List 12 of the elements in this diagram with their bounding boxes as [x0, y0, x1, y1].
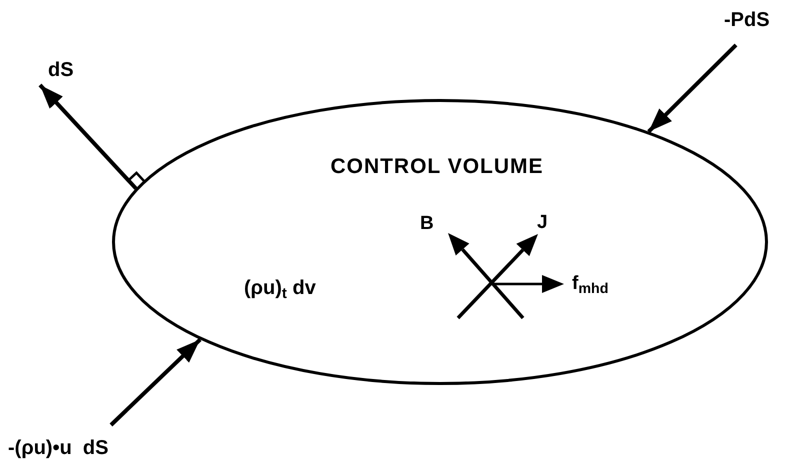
control-volume-ellipse	[112, 99, 768, 385]
vector-label: f$_{mhd}$	[572, 272, 608, 296]
arrow	[647, 44, 738, 134]
vector-label: B	[420, 212, 434, 236]
arrow	[110, 338, 202, 426]
vector-label: dS	[48, 58, 74, 83]
momentum-term: (ρu)$_{t}$ dv	[244, 276, 316, 303]
vector-label: -PdS	[724, 8, 770, 33]
vector-label: J	[537, 211, 548, 235]
vector-label: -(ρu)•u dS	[8, 436, 108, 461]
arrow	[38, 84, 138, 190]
ellipse-title: CONTROL VOLUME	[329, 154, 545, 180]
